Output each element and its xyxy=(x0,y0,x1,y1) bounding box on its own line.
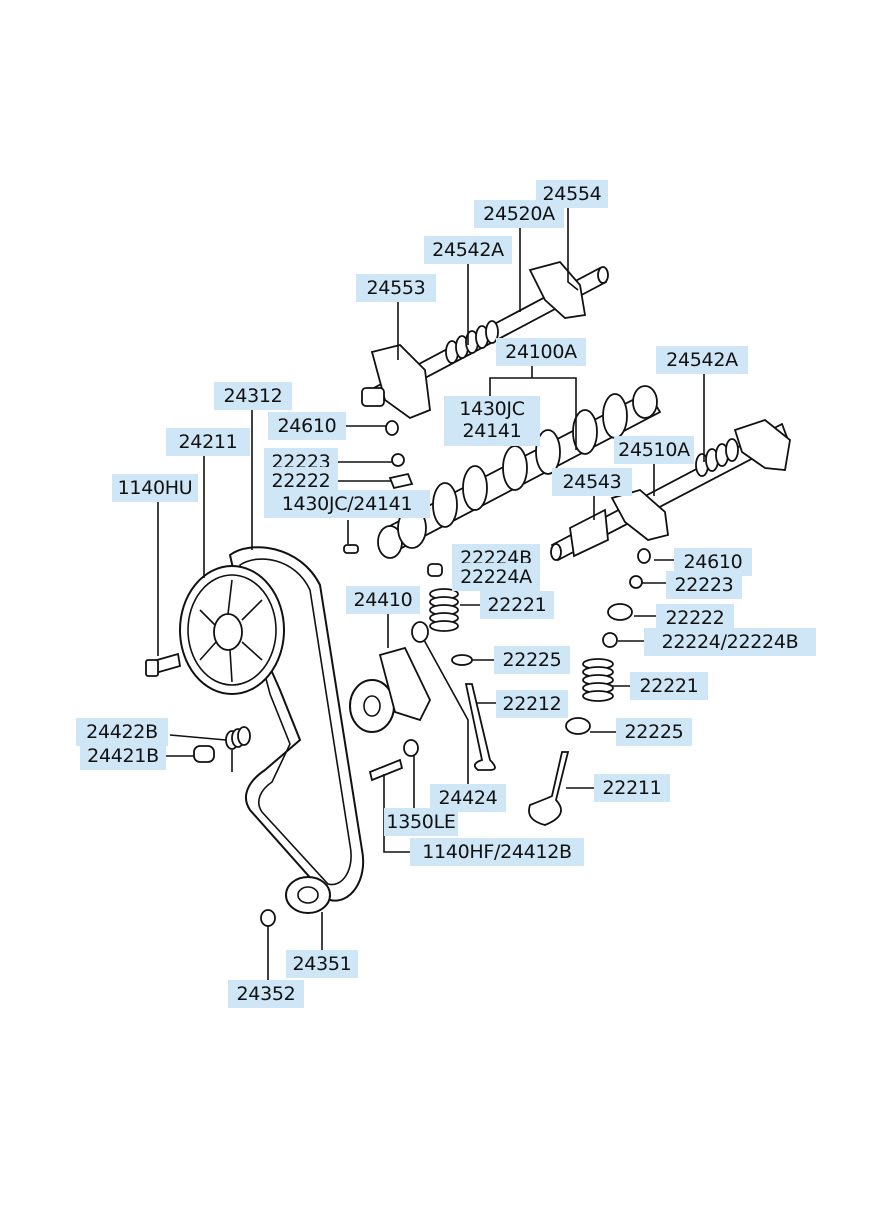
label-22224-22224b[interactable]: 22224/22224B xyxy=(644,628,816,656)
leader-lines xyxy=(157,204,705,980)
label-1430jc[interactable]: 1430JC xyxy=(459,398,525,420)
tensioner xyxy=(349,621,432,782)
camshaft-sprocket xyxy=(179,565,285,695)
label-24553[interactable]: 24553 xyxy=(356,274,436,302)
rocker-shaft-upper xyxy=(361,260,609,420)
rocker-spring-top xyxy=(445,320,499,364)
rocker-shaft-right xyxy=(550,418,791,562)
label-24351[interactable]: 24351 xyxy=(286,950,358,978)
label-1430jc-24141[interactable]: 1430JC 24141 xyxy=(444,396,540,446)
camshaft xyxy=(377,385,662,559)
valve-parts-right xyxy=(528,548,651,826)
label-24424[interactable]: 24424 xyxy=(430,784,506,812)
label-22222-right[interactable]: 22222 xyxy=(656,604,734,632)
label-24100a[interactable]: 24100A xyxy=(496,338,586,366)
label-24510a[interactable]: 24510A xyxy=(614,436,694,464)
label-24422b[interactable]: 24422B xyxy=(76,718,168,746)
valve-spring-right xyxy=(582,658,614,702)
label-24312[interactable]: 24312 xyxy=(214,382,292,410)
label-24610-left[interactable]: 24610 xyxy=(268,412,346,440)
crankshaft-sprocket xyxy=(260,876,331,927)
label-22221-left[interactable]: 22221 xyxy=(480,591,554,619)
valve-spring-left xyxy=(429,588,459,632)
label-22211[interactable]: 22211 xyxy=(594,774,670,802)
valve-parts-left xyxy=(343,420,496,771)
tensioner-spring xyxy=(193,726,251,772)
label-24141[interactable]: 24141 xyxy=(462,420,522,442)
label-1140hf-24412b[interactable]: 1140HF/24412B xyxy=(410,838,584,866)
label-24520a[interactable]: 24520A xyxy=(474,200,564,228)
label-24543[interactable]: 24543 xyxy=(552,468,632,496)
label-24542a-top[interactable]: 24542A xyxy=(424,236,512,264)
label-24352[interactable]: 24352 xyxy=(228,980,304,1008)
label-24410[interactable]: 24410 xyxy=(346,586,420,614)
label-1350le[interactable]: 1350LE xyxy=(384,808,458,836)
label-24211[interactable]: 24211 xyxy=(166,428,250,456)
label-1140hu[interactable]: 1140HU xyxy=(112,474,198,502)
label-22221-right[interactable]: 22221 xyxy=(630,672,708,700)
label-22212[interactable]: 22212 xyxy=(496,690,568,718)
rocker-spring-right xyxy=(695,438,739,477)
label-22223-right[interactable]: 22223 xyxy=(666,571,742,599)
label-22225-left[interactable]: 22225 xyxy=(494,646,570,674)
label-1430jc-24141-combined[interactable]: 1430JC/24141 xyxy=(264,490,430,518)
label-24421b[interactable]: 24421B xyxy=(80,742,166,770)
bolt-1140hu xyxy=(145,652,182,677)
label-22225-right[interactable]: 22225 xyxy=(616,718,692,746)
label-24542a-right[interactable]: 24542A xyxy=(656,346,748,374)
label-22224a[interactable]: 22224A xyxy=(452,563,540,591)
